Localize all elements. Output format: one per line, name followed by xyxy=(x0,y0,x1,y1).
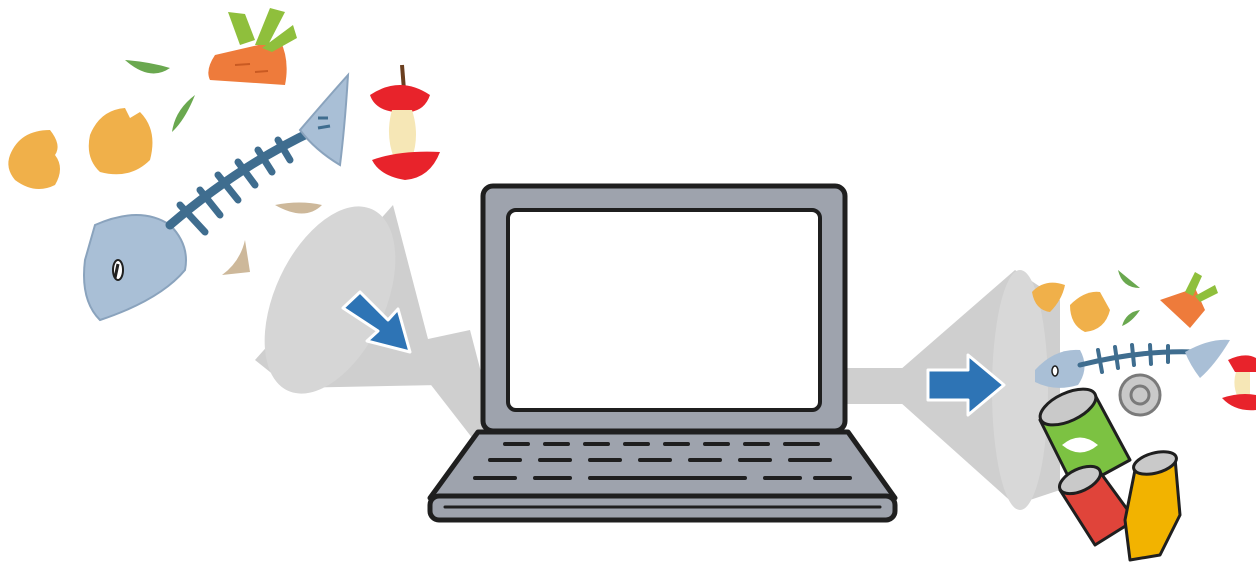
carrot-icon xyxy=(1160,272,1218,328)
laptop-screen xyxy=(506,208,822,412)
apple-core-icon xyxy=(370,64,440,180)
output-waste-group xyxy=(1032,270,1256,562)
can-icon xyxy=(1123,450,1182,562)
input-funnel-spout xyxy=(400,330,500,448)
apple-core-icon xyxy=(1222,355,1256,411)
leaf-icon xyxy=(125,60,322,275)
fish-bone-icon xyxy=(83,72,350,322)
carrot-icon xyxy=(208,8,297,85)
fish-bone-icon xyxy=(1035,339,1230,388)
laptop-keyboard-deck xyxy=(427,429,898,501)
eggshell-icon xyxy=(8,108,153,189)
arrow-right-icon xyxy=(926,353,1006,417)
laptop-keys xyxy=(473,442,852,480)
input-funnel-mouth xyxy=(264,206,396,394)
eggshell-icon xyxy=(1032,282,1110,332)
arrow-down-right-icon xyxy=(341,290,412,354)
laptop-icon xyxy=(427,183,898,523)
can-icon xyxy=(1038,387,1132,492)
can-lid-icon xyxy=(1118,373,1162,417)
input-waste-group xyxy=(8,8,440,322)
output-funnel-mouth xyxy=(992,270,1048,510)
leaf-icon xyxy=(1118,270,1140,326)
output-funnel-spout xyxy=(840,368,910,404)
can-icon xyxy=(1058,464,1137,547)
